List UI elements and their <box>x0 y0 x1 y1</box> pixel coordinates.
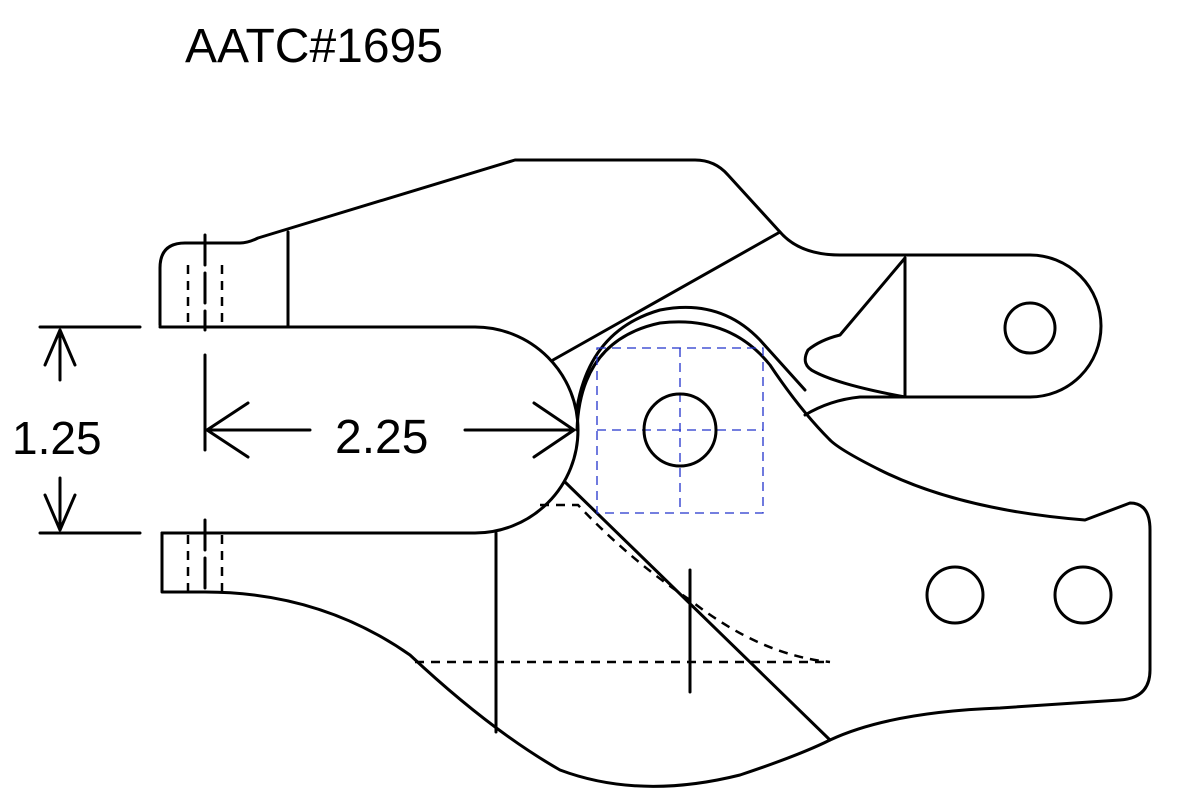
dimension-throat-depth: 2.25 <box>335 411 428 464</box>
upper-jaw-outline <box>158 158 1103 417</box>
arrow-left-icon <box>205 401 312 459</box>
arrow-down-icon <box>43 476 77 532</box>
drawing-title: AATC#1695 <box>185 20 443 73</box>
arrow-right-icon <box>463 401 576 459</box>
pivot-outer-arc <box>575 305 807 410</box>
handle-hole-upper <box>1003 301 1057 355</box>
hidden-curve <box>540 503 831 664</box>
handle-hole-lower-left <box>925 565 985 625</box>
pivot-inner-arc <box>575 320 832 442</box>
upper-notch <box>803 256 907 399</box>
bevel-line-lower <box>563 480 832 742</box>
dimension-jaw-gap: 1.25 <box>12 412 102 464</box>
pivot-hole <box>642 392 718 468</box>
handle-hole-lower-right <box>1053 565 1113 625</box>
arrow-up-icon <box>43 328 77 382</box>
bevel-line-upper <box>551 230 782 362</box>
lower-jaw-outline <box>160 438 1152 788</box>
